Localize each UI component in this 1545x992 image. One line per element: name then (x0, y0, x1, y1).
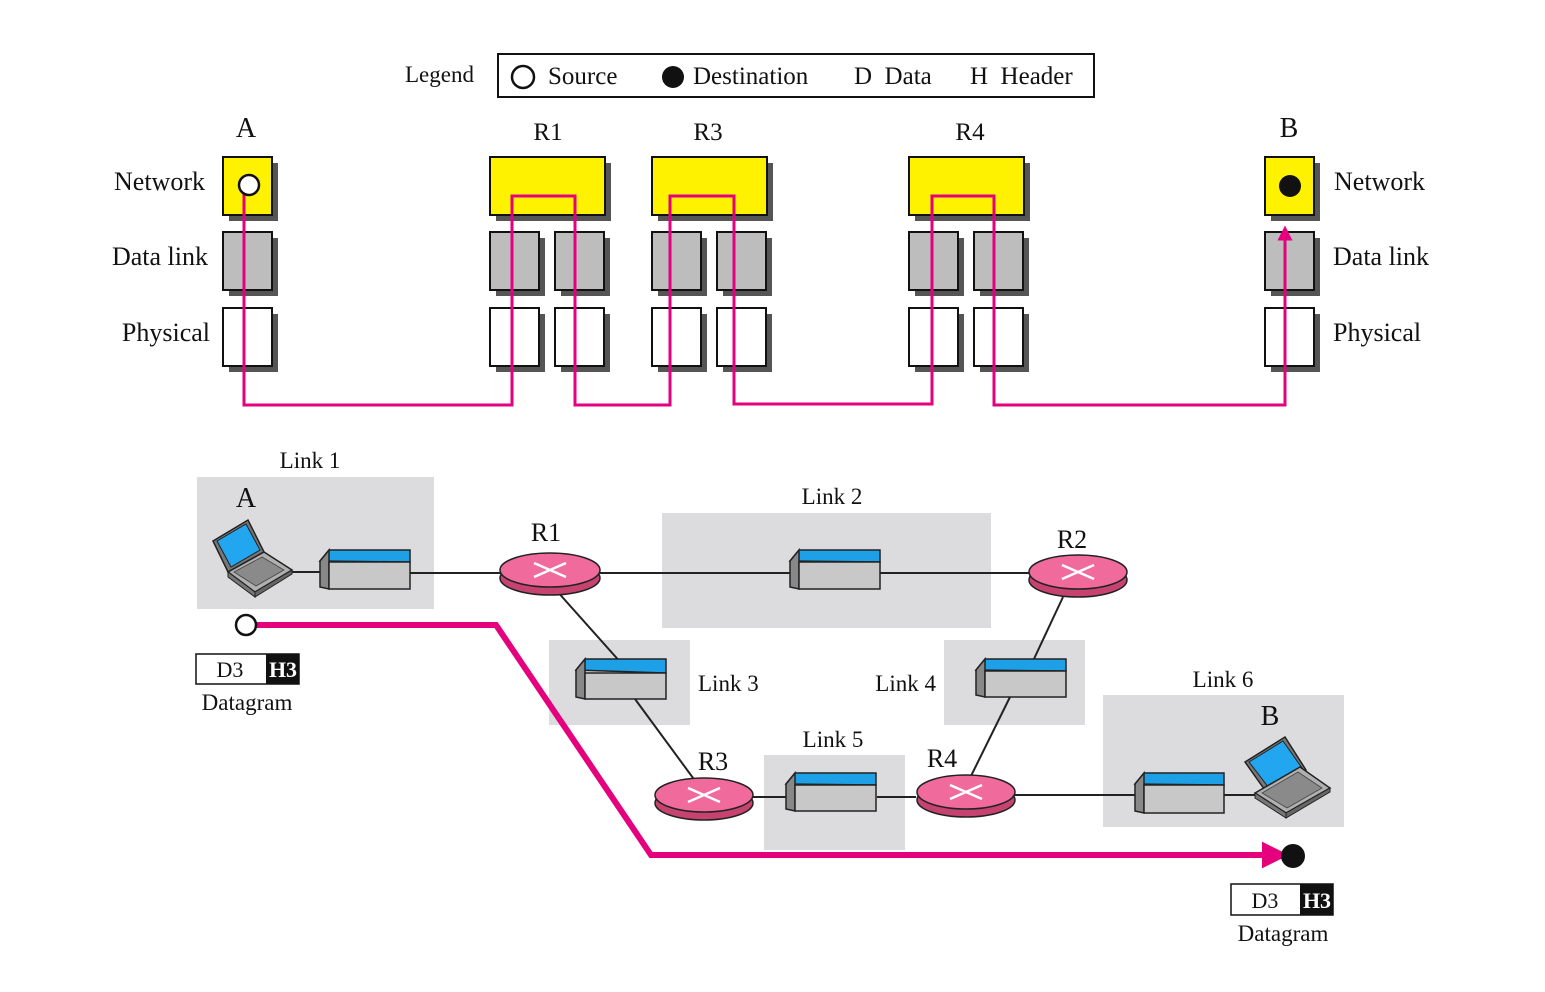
link-label-2: Link 2 (802, 484, 863, 509)
stack-label-b: B (1280, 113, 1299, 144)
datagram-source: D3 H3 Datagram (195, 653, 300, 715)
link-label-6: Link 6 (1193, 667, 1254, 692)
layer-label-datalink-left: Data link (112, 242, 208, 271)
switch-link-1 (318, 547, 411, 590)
router-label-r1: R1 (531, 518, 561, 547)
router-r4-icon (916, 774, 1016, 818)
router-label-r3: R3 (698, 747, 728, 776)
destination-symbol-icon (662, 66, 684, 88)
legend: Legend Source Destination D Data H Heade… (405, 53, 1095, 98)
stack-label-a: A (236, 113, 257, 144)
source-marker-icon (237, 173, 261, 197)
host-label-a: A (236, 483, 257, 514)
switch-link-2 (788, 547, 881, 590)
switch-link-4 (974, 656, 1067, 698)
stack-label-r4: R4 (955, 119, 985, 146)
legend-title: Legend (405, 62, 474, 87)
layer-stacks: A R1 R3 R4 B Network Data link Physical … (112, 113, 1429, 407)
host-label-b: B (1261, 701, 1280, 732)
source-point-icon (234, 613, 258, 637)
legend-data: D Data (854, 63, 932, 90)
router-label-r4: R4 (927, 744, 957, 773)
stack-router-r4 (908, 156, 1030, 372)
datagram-source-header: H3 (269, 657, 297, 682)
source-symbol-icon (510, 64, 536, 90)
switch-link-6 (1133, 770, 1225, 814)
stack-label-r1: R1 (533, 119, 562, 146)
datagram-destination-header: H3 (1303, 888, 1331, 913)
router-r1-icon (499, 552, 601, 596)
layer-label-physical-left: Physical (122, 318, 210, 347)
link-label-3: Link 3 (698, 671, 759, 696)
legend-source: Source (548, 63, 617, 90)
switch-link-3 (574, 656, 667, 700)
router-r3-icon (654, 777, 754, 821)
datagram-source-caption: Datagram (202, 690, 293, 715)
router-label-r2: R2 (1057, 525, 1087, 554)
network-topology: Link 1 Link 2 Link 3 Link 4 Link 5 Link … (195, 448, 1344, 946)
legend-header: H Header (970, 63, 1073, 90)
datagram-destination-caption: Datagram (1238, 921, 1329, 946)
link-label-5: Link 5 (803, 727, 864, 752)
stack-router-r1 (489, 156, 611, 372)
router-r2-icon (1028, 554, 1128, 598)
destination-point-icon (1281, 844, 1305, 868)
layer-label-datalink-right: Data link (1333, 242, 1429, 271)
datagram-source-data: D3 (217, 657, 244, 682)
laptop-a-icon (212, 518, 294, 598)
datagram-route-path (252, 622, 1289, 869)
layer-label-physical-right: Physical (1333, 318, 1421, 347)
link-label-1: Link 1 (280, 448, 341, 473)
legend-destination: Destination (693, 63, 809, 90)
switch-link-5 (784, 770, 877, 812)
datagram-destination: D3 H3 Datagram (1230, 883, 1334, 946)
cables (290, 571, 1256, 798)
destination-marker-icon (1279, 175, 1301, 197)
layer-label-network-right: Network (1334, 167, 1425, 196)
laptop-b-icon (1243, 735, 1332, 819)
legend-box (497, 53, 1095, 98)
datagram-destination-data: D3 (1252, 888, 1279, 913)
link-label-4: Link 4 (875, 671, 936, 696)
layer-label-network-left: Network (114, 167, 205, 196)
layer-route-path (242, 192, 1293, 407)
stack-label-r3: R3 (693, 119, 722, 146)
stack-host-a (222, 156, 278, 372)
